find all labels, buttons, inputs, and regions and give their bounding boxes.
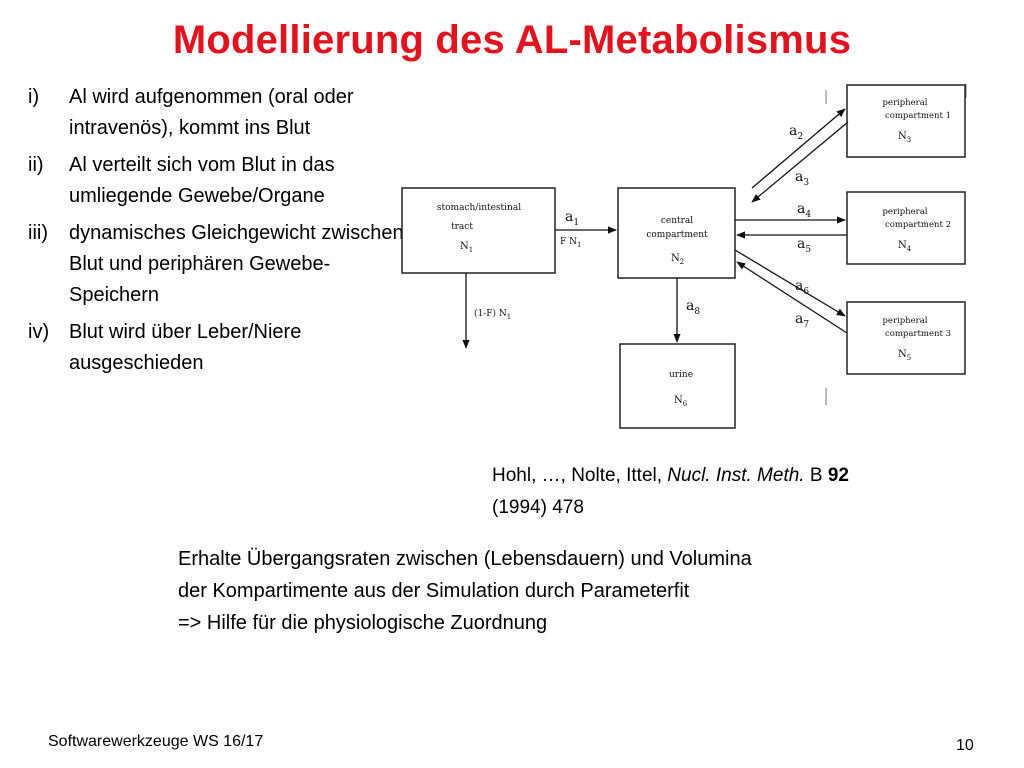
conclusion-line: der Kompartimente aus der Simulation dur… [178,580,690,602]
peripheral-compartment-1-box: peripheral compartment 1 N3 [846,84,966,158]
flow-arrow-a7 [736,261,848,334]
reference-volume: 92 [827,465,849,486]
rate-label-a6: a6 [795,278,809,297]
box-label: compartment 3 [885,329,951,339]
flow-arrow-a3 [751,121,849,203]
peripheral-compartment-3-box: peripheral compartment 3 N5 [846,301,966,375]
list-item: iii) dynamisches Gleichgewicht zwischen … [28,218,408,311]
flow-arrow-a6 [734,249,846,317]
volume-label: N2 [671,253,684,266]
conclusion-line: Erhalte Übergangsraten zwischen (Lebensd… [178,548,752,570]
rate-label-a1: a1 [565,209,579,228]
box-label: tract [451,222,473,232]
flow-arrow-a2 [751,108,846,189]
volume-label: N1 [460,241,473,254]
reference-journal: Nucl. Inst. Meth. [667,465,805,486]
footer-course-name: Softwarewerkzeuge WS 16/17 [48,733,264,750]
box-label: compartment 2 [885,220,951,230]
box-label: peripheral [882,98,927,108]
volume-label: N5 [898,349,911,362]
reference-line-1: Hohl, …, Nolte, Ittel, Nucl. Inst. Meth.… [492,460,962,492]
flow-label-excreted: (1-F) N1 [474,308,511,321]
conclusion-text: Erhalte Übergangsraten zwischen (Lebensd… [178,543,938,639]
list-item-text: Blut wird über Leber/Niere ausgeschieden [69,321,302,374]
box-label: compartment 1 [885,111,951,121]
rate-label-a8: a8 [686,298,700,317]
urine-compartment-box: urine N6 [619,343,736,429]
rate-label-a7: a7 [795,311,809,330]
rate-label-a5: a5 [797,236,811,255]
conclusion-line: => Hilfe für die physiologische Zuordnun… [178,612,548,634]
list-item-text: Al wird aufgenommen (oral oder intravenö… [69,86,354,139]
list-item-number: iii) [28,222,48,244]
rate-label-a2: a2 [789,123,803,142]
list-item-number: iv) [28,321,50,343]
box-label: peripheral [882,207,927,217]
rate-label-a4: a4 [797,201,811,220]
list-item-text: Al verteilt sich vom Blut in das umliege… [69,154,335,207]
flow-label-absorbed: F N1 [560,237,581,249]
reference-series: B [804,465,828,486]
central-compartment-box: central compartment N2 [617,187,736,279]
reference-year-page: (1994) 478 [492,497,584,518]
literature-reference: Hohl, …, Nolte, Ittel, Nucl. Inst. Meth.… [492,460,962,524]
list-item-number: i) [28,86,40,108]
volume-label: N6 [674,395,688,408]
stomach-compartment-box: stomach/intestinal tract N1 [401,187,556,274]
peripheral-compartment-2-box: peripheral compartment 2 N4 [846,191,966,265]
list-item-number: ii) [28,154,44,176]
box-label: peripheral [882,316,927,326]
box-label: urine [669,370,693,380]
list-item: ii) Al verteilt sich vom Blut in das uml… [28,150,408,212]
volume-label: N3 [898,131,911,144]
box-label: central [661,216,693,226]
process-list: i) Al wird aufgenommen (oral oder intrav… [28,82,408,385]
compartment-diagram: stomach/intestinal tract N1 central comp… [401,84,967,429]
reference-authors: Hohl, …, Nolte, Ittel, [492,465,668,486]
volume-label: N4 [898,240,912,253]
list-item: i) Al wird aufgenommen (oral oder intrav… [28,82,408,144]
list-item: iv) Blut wird über Leber/Niere ausgeschi… [28,317,408,379]
page-number: 10 [956,737,974,754]
box-label: stomach/intestinal [437,203,521,213]
slide-title: Modellierung des AL-Metabolismus [172,18,852,62]
box-label: compartment [646,230,708,240]
list-item-text: dynamisches Gleichgewicht zwischen Blut … [69,222,404,306]
rate-label-a3: a3 [795,169,809,188]
